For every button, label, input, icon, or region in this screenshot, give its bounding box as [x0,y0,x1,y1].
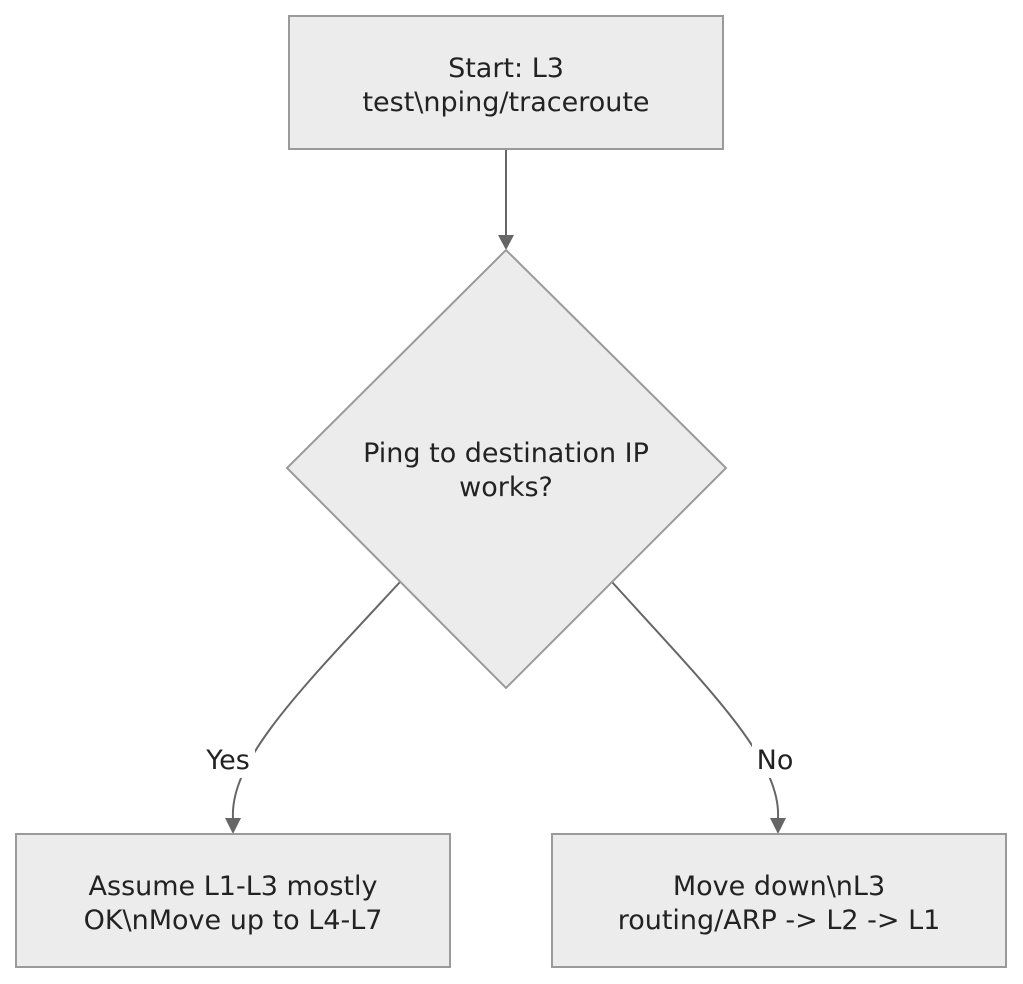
no-label: No [757,745,794,776]
arrowhead [770,818,786,834]
arrowhead [225,818,241,834]
decision-node-line2: works? [459,472,553,503]
edge-decision-to-no [611,581,786,834]
yes-outcome-line1: Assume L1-L3 mostly [89,871,378,902]
edge-label-yes: Yes [203,740,255,778]
no-outcome-line2: routing/ARP -> L2 -> L1 [618,905,941,936]
start-node-line2: test\nping/traceroute [362,87,649,118]
decision-node: Ping to destination IP works? [285,248,728,690]
edge-start-to-decision [498,149,514,250]
start-node: Start: L3 test\nping/traceroute [288,15,724,150]
arrowhead [498,235,514,250]
yes-outcome-line2: OK\nMove up to L4-L7 [84,905,383,936]
yes-label: Yes [205,745,250,776]
start-node-line1: Start: L3 [448,53,564,84]
edge-decision-to-yes [225,581,401,834]
edge-label-no: No [752,740,798,778]
decision-node-line1: Ping to destination IP [363,438,649,469]
no-outcome-line1: Move down\nL3 [673,871,885,902]
no-outcome-node: Move down\nL3 routing/ARP -> L2 -> L1 [551,833,1007,968]
yes-outcome-node: Assume L1-L3 mostly OK\nMove up to L4-L7 [15,833,451,968]
